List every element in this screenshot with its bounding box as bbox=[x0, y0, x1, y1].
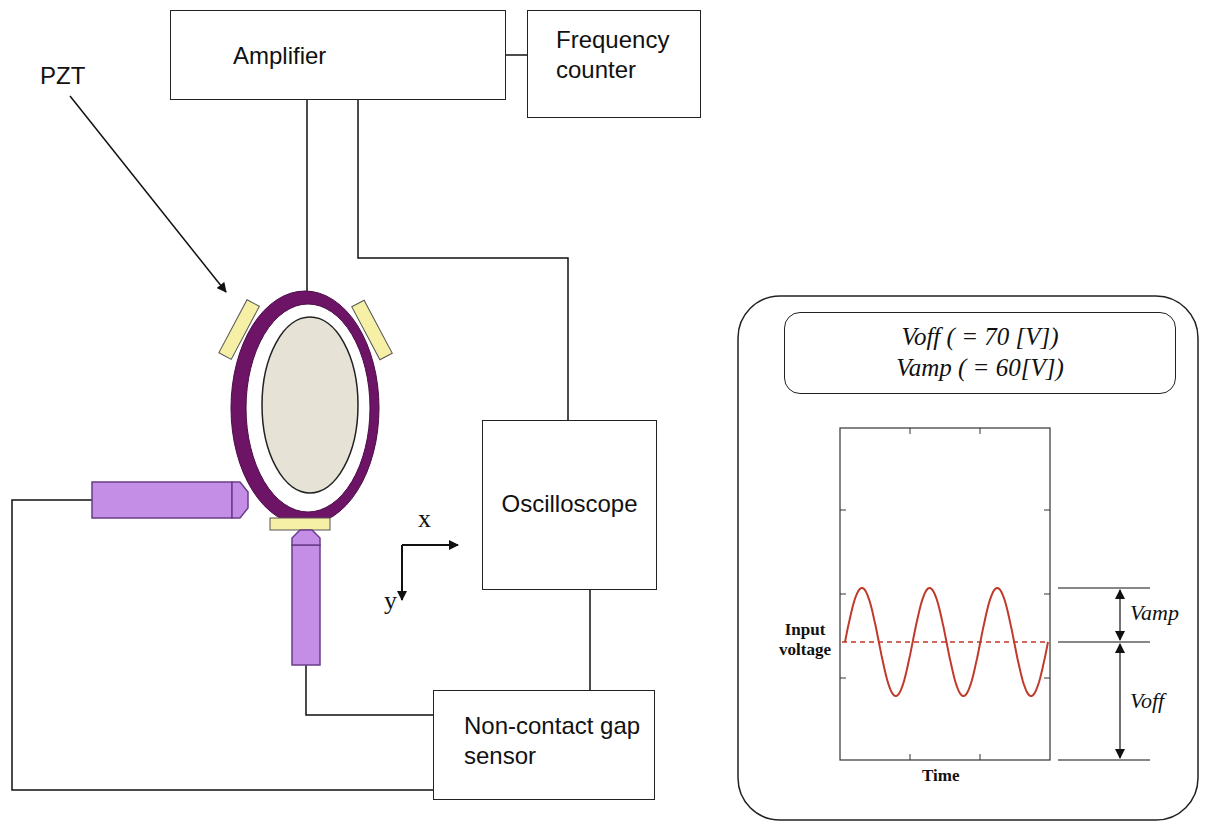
connector bbox=[358, 100, 568, 420]
node-text: Voff ( = 70 [V]) bbox=[795, 321, 1165, 352]
wire bbox=[12, 100, 433, 790]
value-box: Voff ( = 70 [V])Vamp ( = 60[V]) bbox=[784, 312, 1176, 394]
sensor-box: Non-contact gap sensor bbox=[433, 690, 655, 800]
sine-wave bbox=[845, 588, 1048, 696]
part-label: PZT bbox=[40, 62, 85, 90]
node-text: Oscilloscope bbox=[491, 489, 648, 519]
dimension-label: Voff bbox=[1130, 688, 1164, 714]
amplifier-box: Amplifier bbox=[170, 10, 506, 100]
axis-label: y bbox=[384, 586, 397, 616]
axis-title: Input voltage bbox=[772, 620, 838, 659]
offset-line bbox=[842, 641, 1048, 643]
connector bbox=[589, 590, 591, 690]
node-text: Frequency counter bbox=[556, 25, 690, 85]
dimension-label: Vamp bbox=[1130, 600, 1179, 626]
counter-box: Frequency counter bbox=[527, 10, 701, 118]
node-text: Vamp ( = 60[V]) bbox=[795, 352, 1165, 383]
pzt-plate bbox=[219, 300, 392, 530]
axis-arrow bbox=[401, 545, 403, 600]
shaft bbox=[262, 317, 358, 493]
axis-label: x bbox=[418, 504, 431, 534]
axis-arrow bbox=[402, 544, 458, 546]
gap-probe bbox=[92, 482, 320, 665]
axis-title: Time bbox=[922, 766, 959, 786]
tick bbox=[840, 428, 1050, 760]
chart-frame bbox=[840, 428, 1050, 760]
panel bbox=[738, 296, 1198, 820]
ring bbox=[231, 291, 379, 525]
leader-line bbox=[70, 96, 226, 292]
node-text: Non-contact gap sensor bbox=[464, 711, 644, 771]
ring-inner bbox=[246, 304, 370, 512]
node-text: Amplifier bbox=[233, 41, 505, 71]
connector bbox=[506, 54, 527, 56]
oscilloscope-box: Oscilloscope bbox=[482, 420, 657, 590]
